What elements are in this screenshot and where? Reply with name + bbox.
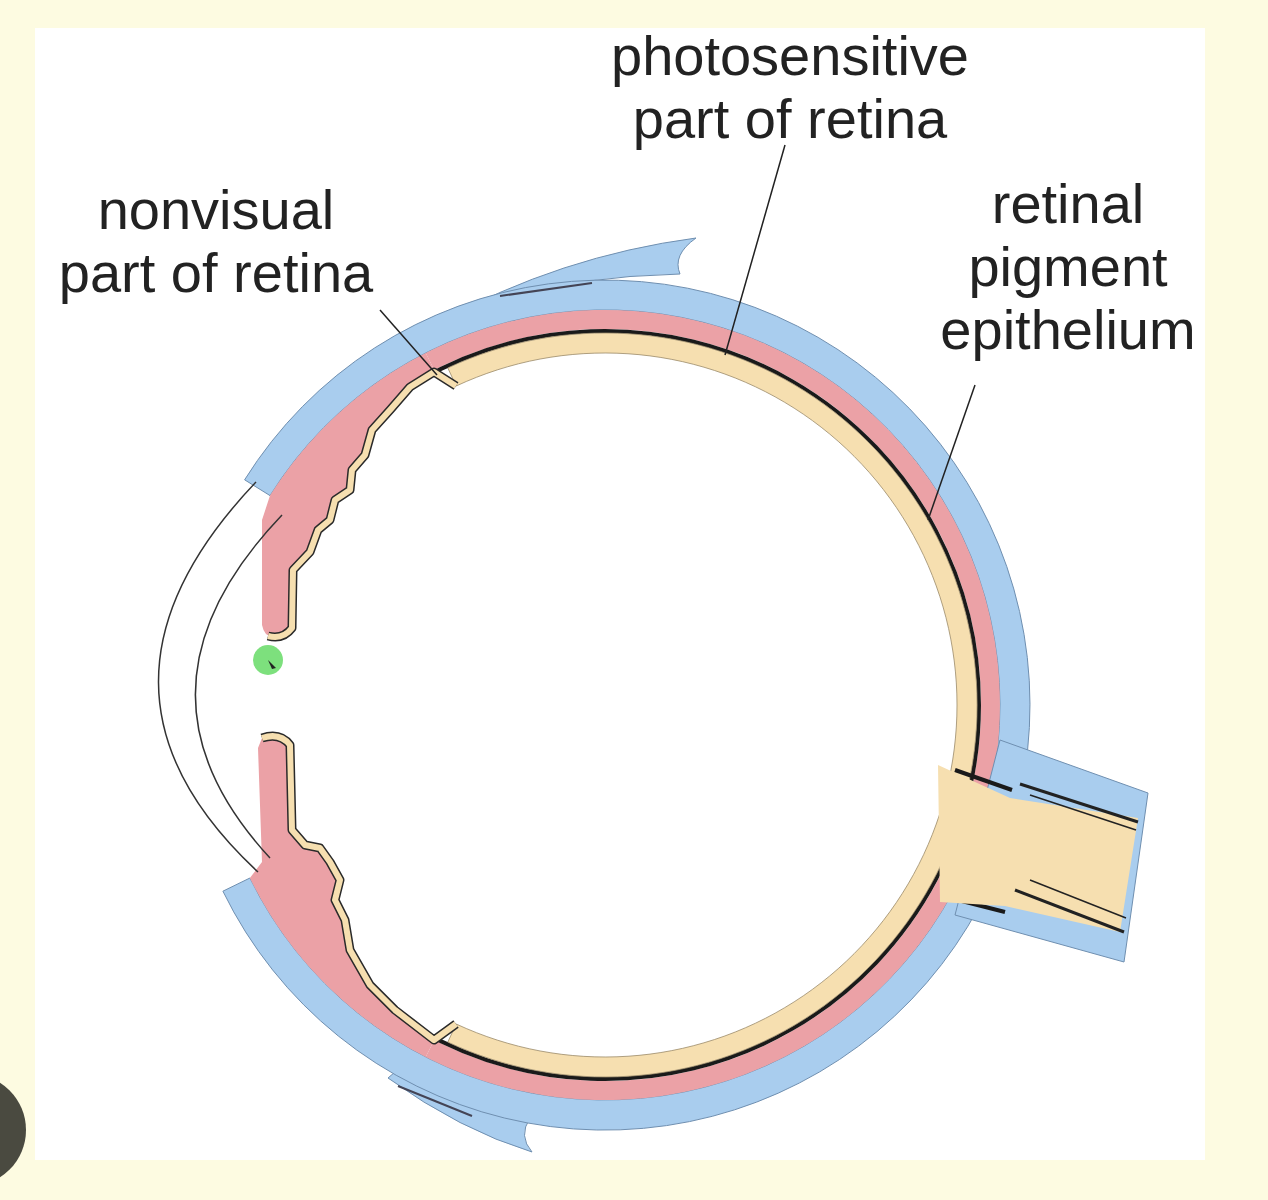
choroid bbox=[426, 310, 1000, 1100]
pointer-arrow bbox=[268, 660, 276, 669]
nerve-streak bbox=[1020, 784, 1138, 822]
corner-mark bbox=[0, 1074, 26, 1186]
nerve-streak bbox=[1030, 880, 1126, 918]
cornea bbox=[195, 515, 282, 858]
nonvisual-retina-outline bbox=[262, 736, 456, 1040]
leader-line bbox=[380, 310, 437, 375]
nerve-streak bbox=[1030, 795, 1136, 830]
part-label: nonvisual part of retina bbox=[51, 178, 381, 304]
ciliary-body-iris bbox=[250, 736, 434, 1057]
sclera bbox=[223, 280, 1030, 1130]
pigment-epithelium bbox=[418, 331, 979, 1079]
pointer-dot bbox=[253, 645, 283, 675]
optic-nerve bbox=[938, 765, 1138, 932]
leader-line bbox=[725, 145, 785, 355]
muscle-line bbox=[398, 1086, 472, 1116]
retina bbox=[448, 333, 977, 1077]
nonvisual-retina bbox=[268, 372, 456, 637]
nonvisual-retina bbox=[262, 736, 456, 1040]
nonvisual-retina-outline bbox=[268, 372, 456, 637]
panel bbox=[35, 28, 1205, 1160]
part-label: retinal pigment epithelium bbox=[933, 172, 1203, 361]
muscle-line bbox=[500, 283, 592, 296]
cornea bbox=[158, 482, 258, 872]
part-label: photosensitive part of retina bbox=[600, 24, 980, 150]
leader-line bbox=[928, 385, 975, 520]
